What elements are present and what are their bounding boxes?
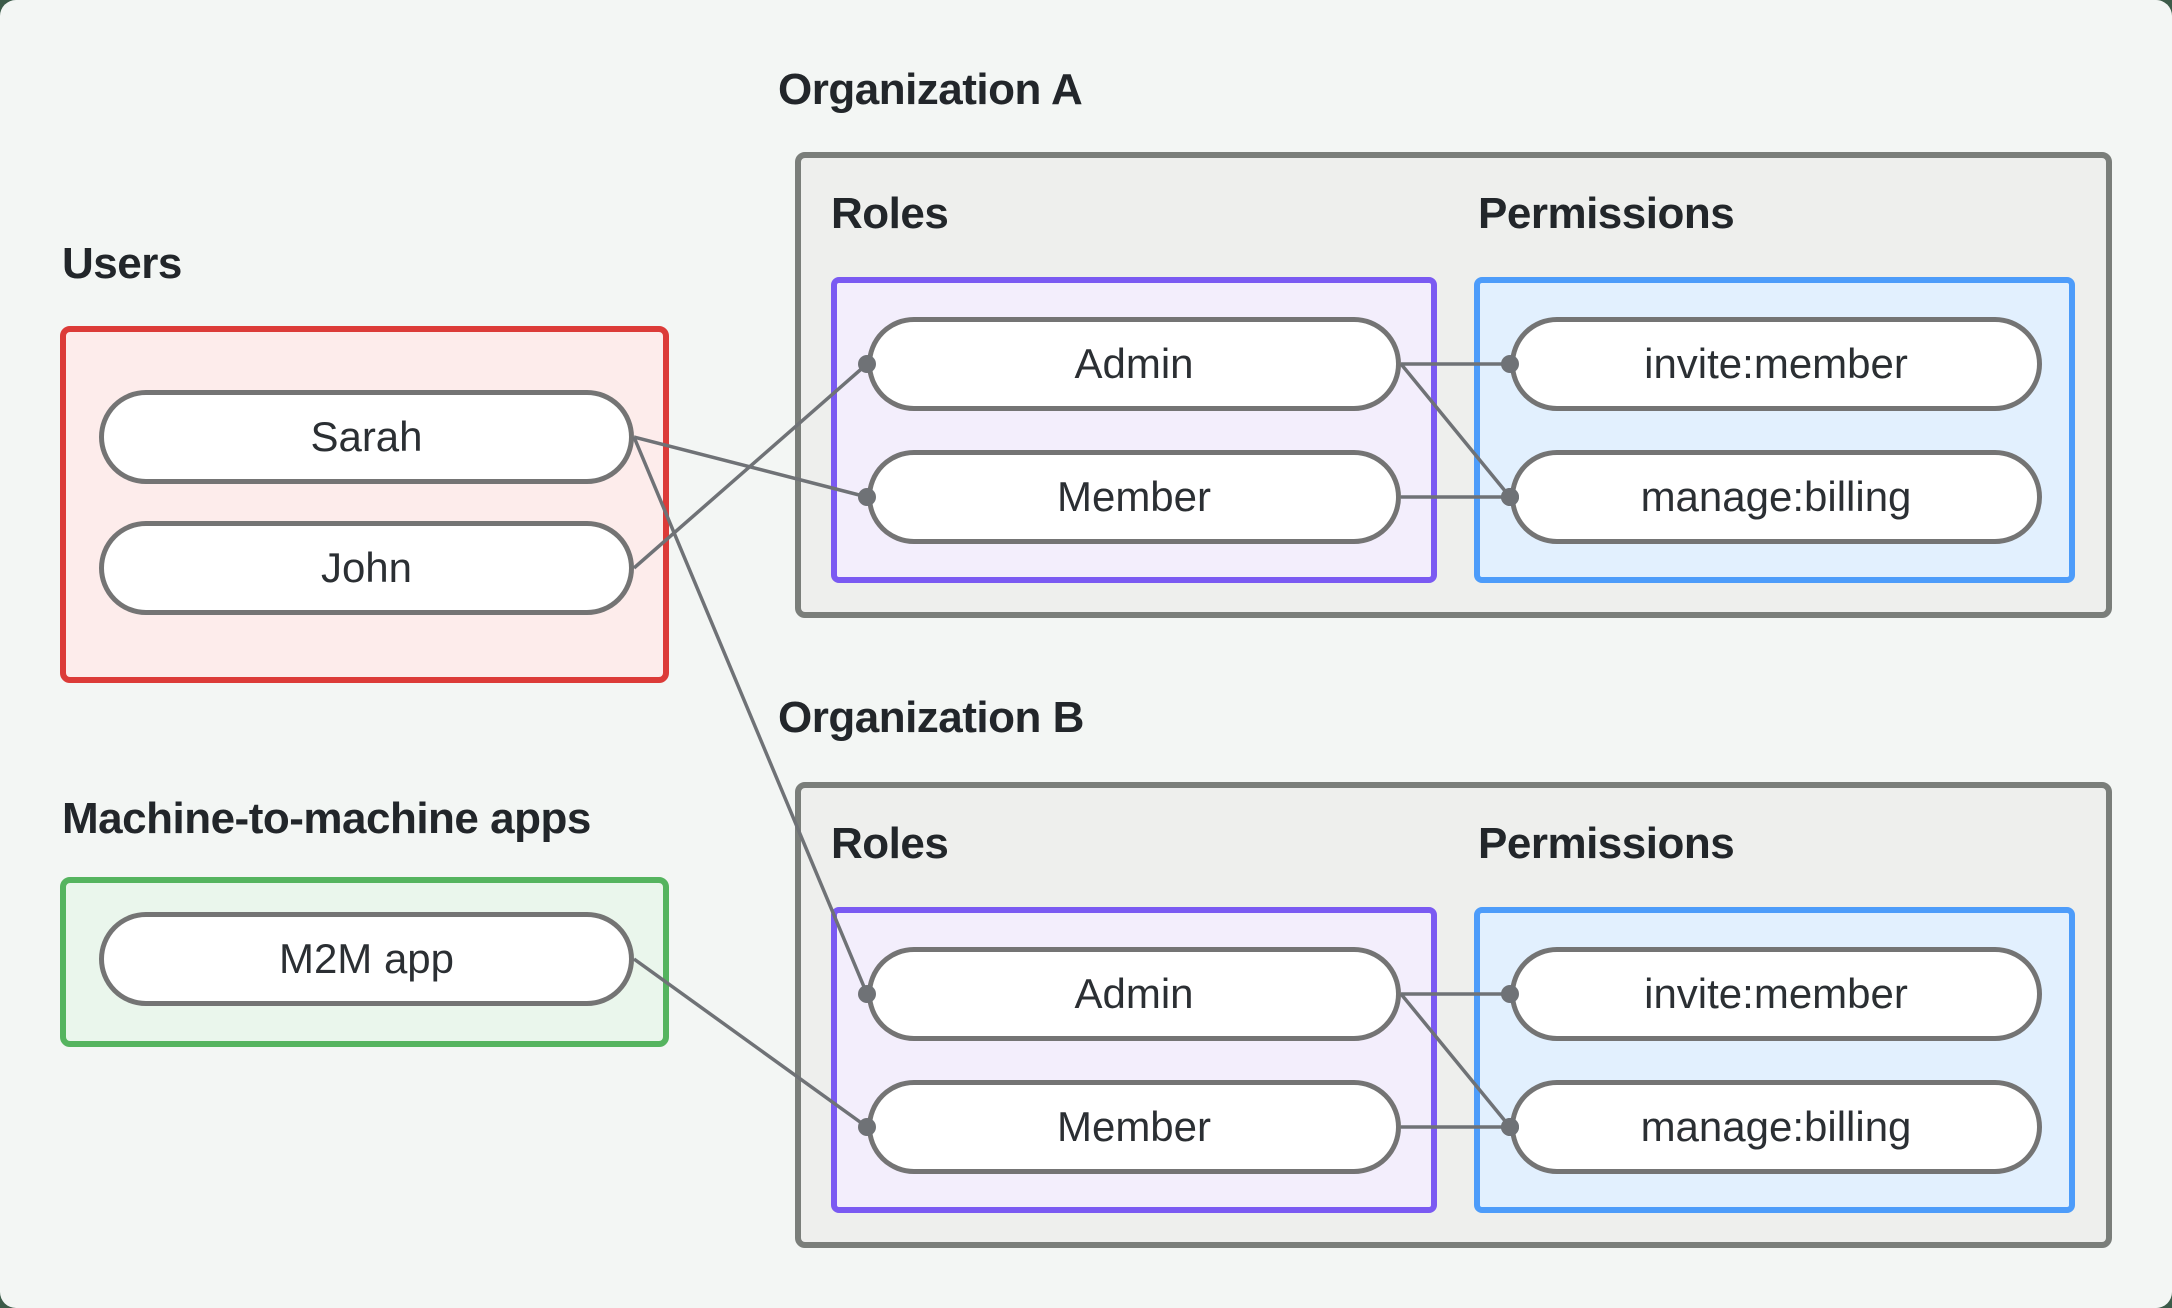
org-a-label: Organization A xyxy=(778,65,1083,114)
org-a-role-admin: Admin xyxy=(867,317,1401,411)
user-node-john: John xyxy=(99,521,634,615)
org-b-role-admin: Admin xyxy=(867,947,1401,1041)
org-b-permissions-label: Permissions xyxy=(1478,819,1735,868)
org-b-role-member: Member xyxy=(867,1080,1401,1174)
users-group-label: Users xyxy=(62,239,182,288)
org-b-permission-invite-member: invite:member xyxy=(1510,947,2042,1041)
org-a-permission-invite-member: invite:member xyxy=(1510,317,2042,411)
users-group-box xyxy=(60,326,669,683)
org-b-permission-manage-billing: manage:billing xyxy=(1510,1080,2042,1174)
org-b-label: Organization B xyxy=(778,693,1084,742)
org-a-permissions-label: Permissions xyxy=(1478,189,1735,238)
org-a-roles-label: Roles xyxy=(831,189,949,238)
org-a-role-member: Member xyxy=(867,450,1401,544)
org-a-permission-manage-billing: manage:billing xyxy=(1510,450,2042,544)
m2m-node-app: M2M app xyxy=(99,912,634,1006)
org-b-roles-label: Roles xyxy=(831,819,949,868)
user-node-sarah: Sarah xyxy=(99,390,634,484)
m2m-group-label: Machine-to-machine apps xyxy=(62,794,591,843)
